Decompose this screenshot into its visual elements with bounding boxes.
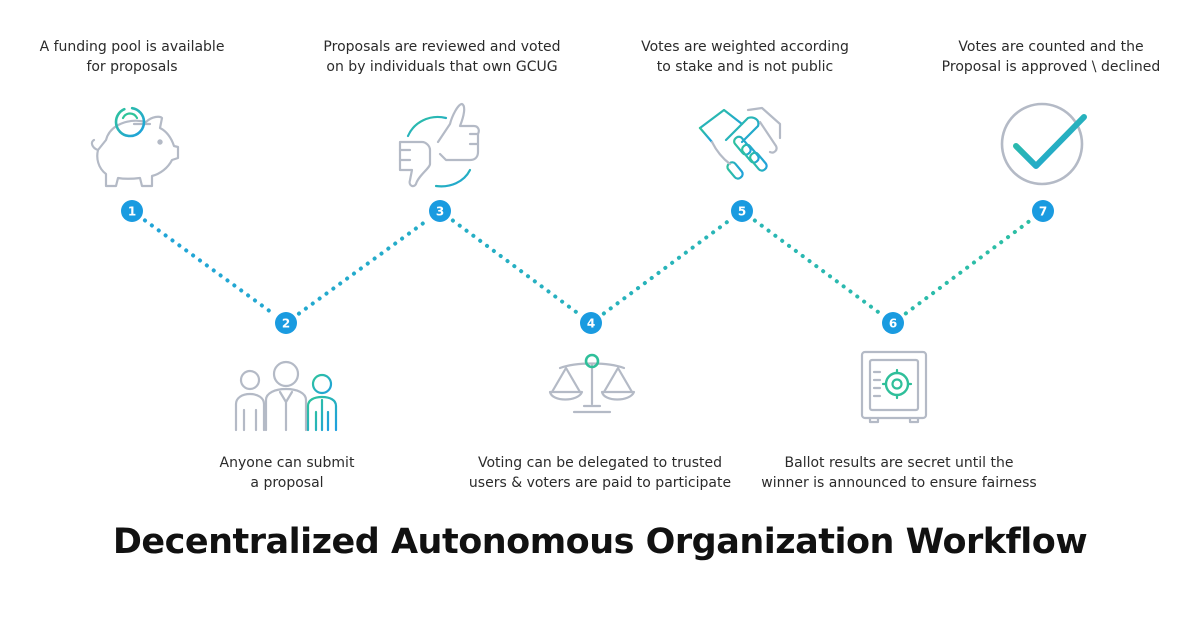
step-6-number: 6 [889, 317, 897, 331]
page-title: Decentralized Autonomous Organization Wo… [112, 522, 1088, 562]
step-3-badge-circle [429, 200, 451, 222]
step-3-badge: 3 [429, 200, 451, 222]
step-3-number: 3 [436, 205, 444, 219]
connector-5-6 [752, 218, 883, 316]
connector-4-5 [601, 218, 732, 316]
step-badges: 1 2 3 4 5 6 7 [121, 200, 1054, 334]
step-3-caption: Proposals are reviewed and voted on by i… [292, 37, 592, 77]
checkmark-circle-icon [1000, 102, 1087, 186]
step-5-caption-line-1: Votes are weighted according [641, 39, 849, 55]
step-6-badge: 6 [882, 312, 904, 334]
people-group-icon [234, 360, 338, 432]
dotted-connectors [142, 218, 1033, 316]
step-4-caption-line-2: users & voters are paid to participate [468, 475, 732, 491]
step-7-number: 7 [1039, 205, 1047, 219]
step-4-badge: 4 [580, 312, 602, 334]
safe-icon [860, 350, 928, 424]
step-6-caption: Ballot results are secret until the winn… [749, 453, 1049, 493]
step-5-caption: Votes are weighted according to stake an… [595, 37, 895, 77]
piggy-bank-icon [90, 106, 180, 188]
step-1-badge-circle [121, 200, 143, 222]
connector-2-3 [296, 218, 430, 316]
step-6-caption-line-1: Ballot results are secret until the [784, 455, 1014, 471]
step-4-caption: Voting can be delegated to trusted users… [450, 453, 750, 493]
step-2-caption-line-1: Anyone can submit [219, 455, 355, 471]
step-5-badge-circle [731, 200, 753, 222]
connector-6-7 [903, 218, 1033, 316]
step-4-number: 4 [587, 317, 595, 331]
connector-3-4 [450, 218, 581, 316]
connector-1-2 [142, 218, 276, 316]
step-6-badge-circle [882, 312, 904, 334]
step-2-number: 2 [282, 317, 290, 331]
step-2-badge: 2 [275, 312, 297, 334]
step-1-caption-line-1: A funding pool is available [39, 39, 225, 55]
step-2-badge-circle [275, 312, 297, 334]
step-7-caption: Votes are counted and the Proposal is ap… [901, 37, 1200, 77]
step-7-caption-line-1: Votes are counted and the [958, 39, 1144, 55]
step-2-caption: Anyone can submit a proposal [137, 453, 437, 493]
step-5-caption-line-2: to stake and is not public [656, 59, 834, 75]
scales-icon [548, 353, 636, 414]
step-7-badge-circle [1032, 200, 1054, 222]
step-1-caption: A funding pool is available for proposal… [0, 37, 282, 77]
step-4-badge-circle [580, 312, 602, 334]
handshake-icon [698, 106, 782, 180]
step-3-caption-line-1: Proposals are reviewed and voted [323, 39, 561, 55]
step-2-caption-line-2: a proposal [250, 475, 324, 491]
step-7-caption-line-2: Proposal is approved \ declined [941, 59, 1161, 75]
step-5-number: 5 [738, 205, 746, 219]
step-1-caption-line-2: for proposals [86, 59, 178, 75]
step-1-badge: 1 [121, 200, 143, 222]
thumbs-vote-icon [398, 102, 480, 188]
step-5-badge: 5 [731, 200, 753, 222]
step-3-caption-line-2: on by individuals that own GCUG [326, 59, 558, 75]
step-4-caption-line-1: Voting can be delegated to trusted [477, 455, 722, 471]
step-7-badge: 7 [1032, 200, 1054, 222]
step-6-caption-line-2: winner is announced to ensure fairness [761, 475, 1037, 491]
step-1-number: 1 [128, 205, 136, 219]
